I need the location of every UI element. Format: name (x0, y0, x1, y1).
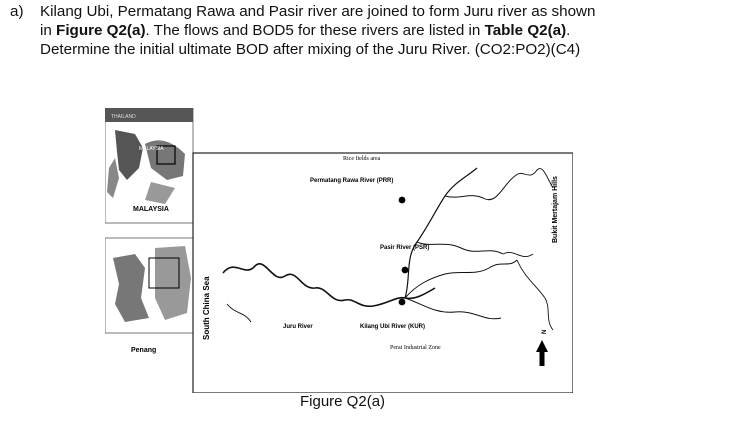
question-label: a) (10, 3, 24, 20)
inset-mid-label: MALAYSIA (139, 146, 164, 152)
island-landmass (145, 182, 175, 204)
country-label: MALAYSIA (133, 206, 169, 213)
rice-fields-label: Rice fields area (343, 155, 381, 162)
question-text-line-1: Kilang Ubi, Permatang Rawa and Pasir riv… (40, 3, 596, 20)
juru-river-label: Juru River (283, 324, 313, 330)
river-map: THAILAND MALAYSIA MALAYSIA Penang South … (104, 107, 574, 394)
industrial-zone-label: Perai Industrial Zone (390, 345, 441, 351)
inset-focus-box (156, 145, 176, 165)
inset-top-label: THAILAND (111, 114, 136, 120)
question-line-2: in Figure Q2(a). The flows and BOD5 for … (10, 21, 734, 40)
psr-river-line (416, 241, 504, 255)
river-map-figure: THAILAND MALAYSIA MALAYSIA Penang South … (104, 107, 574, 394)
mainland-landmass (155, 246, 191, 320)
kur-river-line (404, 297, 502, 320)
figure-caption: Figure Q2(a) (300, 393, 386, 410)
north-label: N (542, 330, 548, 334)
kur-label: Kilang Ubi River (KUR) (360, 324, 425, 330)
figure-reference: Figure Q2(a) (56, 22, 146, 39)
prr-sampling-point (398, 196, 406, 204)
psr-label: Pasir River (PSR) (380, 245, 429, 251)
prr-tributary (444, 175, 516, 201)
question-block: a) Kilang Ubi, Permatang Rawa and Pasir … (10, 2, 734, 59)
south-tributary (516, 259, 554, 331)
sumatra-landmass (107, 158, 119, 198)
upper-tributary (514, 168, 554, 189)
inset-header-bar (105, 108, 193, 122)
kur-sampling-point (398, 298, 406, 306)
sea-label: South China Sea (202, 276, 211, 340)
study-area-box (148, 257, 180, 289)
question-line-3: Determine the initial ultimate BOD after… (10, 40, 734, 59)
psr-sampling-point (401, 266, 409, 274)
pasir-branch (404, 259, 518, 299)
question-line-1: a) Kilang Ubi, Permatang Rawa and Pasir … (10, 2, 734, 21)
region-label: Penang (131, 347, 156, 354)
north-arrow-icon (536, 340, 548, 366)
peninsula-landmass (115, 130, 143, 180)
question-text-line-2: in Figure Q2(a). The flows and BOD5 for … (40, 22, 571, 39)
coastal-channel (226, 303, 252, 323)
question-text-line-3: Determine the initial ultimate BOD after… (40, 41, 581, 58)
table-reference: Table Q2(a) (484, 22, 567, 39)
prr-river-line (404, 167, 478, 299)
prr-label: Permatang Rawa River (PRR) (310, 178, 393, 184)
east-tributary (502, 252, 534, 257)
penang-landmass (113, 254, 149, 322)
main-map-frame (192, 152, 574, 394)
hills-label: Bukit Mertajam Hills (552, 176, 559, 243)
juru-river-line (222, 263, 436, 308)
